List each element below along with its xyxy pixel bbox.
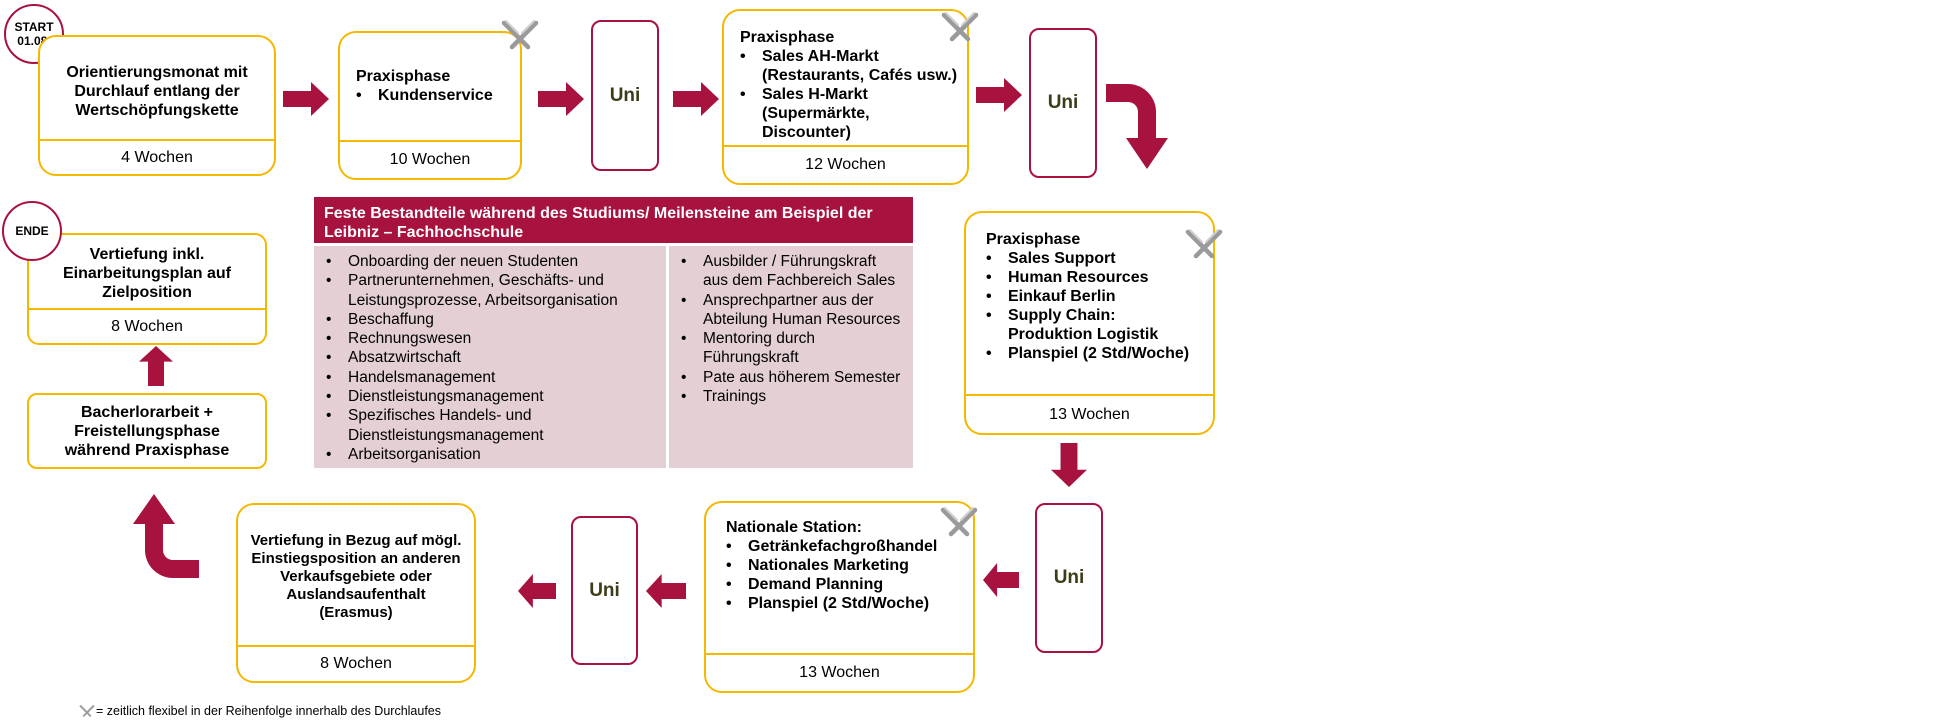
panel-item: Trainings (681, 387, 905, 407)
chain-link-icon (498, 13, 542, 57)
chain-link-icon (78, 702, 96, 720)
step-bachelorarbeit: Bacherlorarbeit + Freistellungsphase wäh… (27, 393, 267, 469)
arrow-right-icon (538, 82, 584, 116)
step-item: Getränkefachgroßhandel (726, 537, 963, 556)
arrow-right-icon (673, 82, 719, 116)
start-label: START (14, 20, 54, 34)
panel-item: Spezifisches Handels- und Dienstleistung… (326, 406, 658, 445)
panel-item: Onboarding der neuen Studenten (326, 252, 658, 272)
arrow-right-icon (283, 82, 329, 116)
panel-item: Dienstleistungsmanagement (326, 387, 658, 407)
step-praxisphase-sales: Praxisphase Sales AH-Markt (Restaurants,… (722, 9, 969, 185)
step-text: Vertiefung inkl. Einarbeitungsplan auf Z… (62, 245, 231, 301)
step-item: Kundenservice (356, 86, 510, 105)
chain-link-icon (938, 5, 982, 49)
panel-item: Arbeitsorganisation (326, 445, 658, 465)
step-duration: 10 Wochen (340, 140, 520, 178)
uni-block: Uni (1029, 28, 1097, 178)
panel-column-right: Ausbilder / Führungskraft aus dem Fachbe… (669, 246, 913, 468)
step-item: Sales H-Markt (Supermärkte, Discounter) (740, 85, 957, 142)
uni-block: Uni (591, 20, 659, 171)
arrow-up-icon (139, 346, 173, 386)
step-vertiefung-zielposition: Vertiefung inkl. Einarbeitungsplan auf Z… (27, 233, 267, 345)
step-item: Planspiel (2 Std/Woche) (726, 594, 963, 613)
panel-header: Feste Bestandteile während des Studiums/… (314, 197, 913, 243)
step-vertiefung-einstieg: Vertiefung in Bezug auf mögl. Einstiegsp… (236, 503, 476, 683)
step-nationale-station: Nationale Station: Getränkefachgroßhande… (704, 501, 975, 693)
step-duration: 8 Wochen (29, 308, 265, 343)
uni-block: Uni (571, 516, 638, 665)
step-items: Getränkefachgroßhandel Nationales Market… (726, 537, 963, 613)
step-duration: 13 Wochen (966, 394, 1213, 433)
panel-item: Handelsmanagement (326, 368, 658, 388)
legend: = zeitlich flexibel in der Reihenfolge i… (78, 702, 441, 720)
milestones-panel: Feste Bestandteile während des Studiums/… (314, 197, 913, 468)
arrow-left-icon (518, 574, 556, 608)
step-items: Sales AH-Markt (Restaurants, Cafés usw.)… (740, 47, 957, 142)
step-praxisphase-kundenservice: Praxisphase Kundenservice 10 Wochen (338, 31, 522, 180)
legend-text: = zeitlich flexibel in der Reihenfolge i… (96, 704, 441, 718)
step-duration: 12 Wochen (724, 145, 967, 183)
panel-item: Mentoring durch Führungskraft (681, 329, 905, 368)
step-items: Sales Support Human Resources Einkauf Be… (986, 249, 1203, 363)
step-item: Sales Support (986, 249, 1203, 268)
step-title: Praxisphase (986, 231, 1081, 248)
step-text: Bacherlorarbeit + Freistellungsphase wäh… (64, 403, 230, 459)
step-item: Sales AH-Markt (Restaurants, Cafés usw.) (740, 47, 957, 85)
step-item: Nationales Marketing (726, 556, 963, 575)
step-duration: 8 Wochen (238, 645, 474, 681)
step-title: Praxisphase (356, 68, 451, 85)
panel-item: Ansprechpartner aus der Abteilung Human … (681, 291, 905, 330)
panel-item: Ausbilder / Führungskraft aus dem Fachbe… (681, 252, 905, 291)
step-item: Einkauf Berlin (986, 287, 1203, 306)
step-item: Planspiel (2 Std/Woche) (986, 344, 1203, 363)
uni-block: Uni (1035, 503, 1103, 653)
panel-item: Pate aus höherem Semester (681, 368, 905, 388)
arrow-left-icon (983, 563, 1019, 597)
panel-column-left: Onboarding der neuen Studenten Partnerun… (314, 246, 669, 468)
panel-item: Beschaffung (326, 310, 658, 330)
step-text: Orientierungsmonat mit Durchlauf entlang… (66, 63, 248, 119)
panel-item: Absatzwirtschaft (326, 348, 658, 368)
end-marker: ENDE (2, 201, 62, 261)
step-item: Human Resources (986, 268, 1203, 287)
step-item: Demand Planning (726, 575, 963, 594)
arrow-right-icon (976, 78, 1022, 112)
step-title: Praxisphase (740, 29, 835, 46)
panel-item: Rechnungswesen (326, 329, 658, 349)
step-items: Kundenservice (356, 86, 510, 105)
chain-link-icon (1182, 222, 1226, 266)
step-title: Nationale Station: (726, 519, 863, 536)
step-duration: 13 Wochen (706, 653, 973, 691)
curved-arrow-up-icon (133, 494, 199, 578)
step-text: Vertiefung in Bezug auf mögl. Einstiegsp… (250, 531, 462, 621)
curved-arrow-down-icon (1106, 84, 1168, 169)
arrow-down-icon (1051, 443, 1087, 487)
step-orientierungsmonat: Orientierungsmonat mit Durchlauf entlang… (38, 35, 276, 176)
step-praxisphase-support: Praxisphase Sales Support Human Resource… (964, 211, 1215, 435)
end-label: ENDE (15, 224, 49, 238)
chain-link-icon (937, 500, 981, 544)
panel-body: Onboarding der neuen Studenten Partnerun… (314, 246, 913, 468)
panel-item: Partnerunternehmen, Geschäfts- und Leist… (326, 271, 658, 310)
arrow-left-icon (646, 574, 686, 608)
step-duration: 4 Wochen (40, 139, 274, 174)
step-item: Supply Chain: Produktion Logistik (986, 306, 1203, 344)
